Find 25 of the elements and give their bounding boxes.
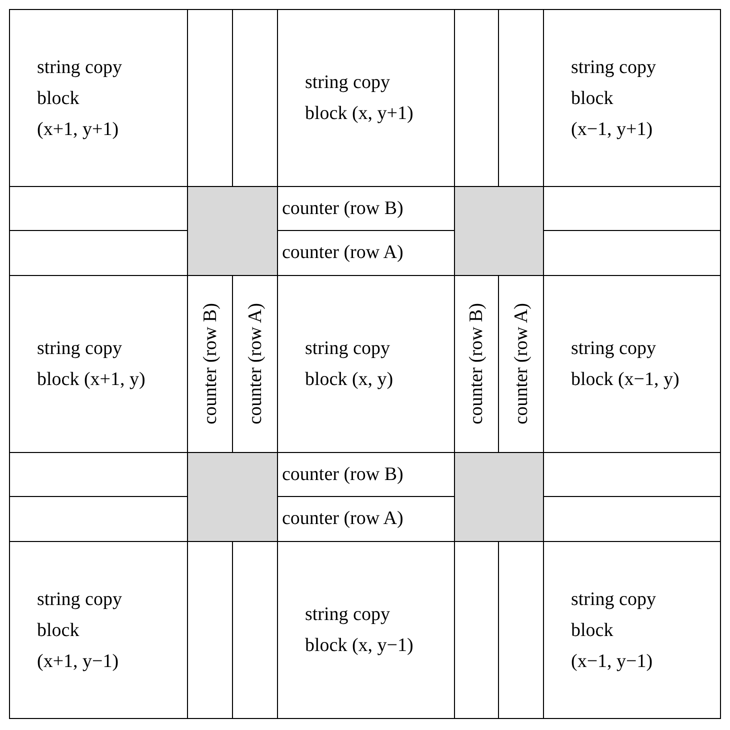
block-label: string copy block (x+1, y−1) [37,588,123,674]
counter-label: counter (row A) [282,241,404,265]
counter-label: counter (row A) [246,303,264,425]
shaded-cell [187,186,278,276]
block-cell [9,9,188,187]
block-cell [543,541,721,719]
counter-label: counter (row A) [512,303,530,425]
block-label: string copy block (x+1, y) [37,337,146,392]
block-label: string copy block (x−1, y+1) [571,56,657,142]
block-label: string copy block (x−1, y) [571,337,680,392]
block-cell [9,541,188,719]
block-label: string copy block (x, y) [305,337,394,392]
shaded-cell [187,452,278,542]
block-cell [543,9,721,187]
block-label: string copy block (x−1, y−1) [571,588,657,674]
block-label: string copy block (x+1, y+1) [37,56,123,142]
counter-label: counter (row B) [282,196,404,220]
shaded-cell [454,186,544,276]
counter-label: counter (row B) [467,303,486,425]
counter-label: counter (row A) [282,507,404,531]
counter-label: counter (row B) [282,462,404,486]
block-label: string copy block (x, y−1) [305,603,414,658]
shaded-cell [454,452,544,542]
counter-label: counter (row B) [200,303,220,425]
block-label: string copy block (x, y+1) [305,71,414,126]
